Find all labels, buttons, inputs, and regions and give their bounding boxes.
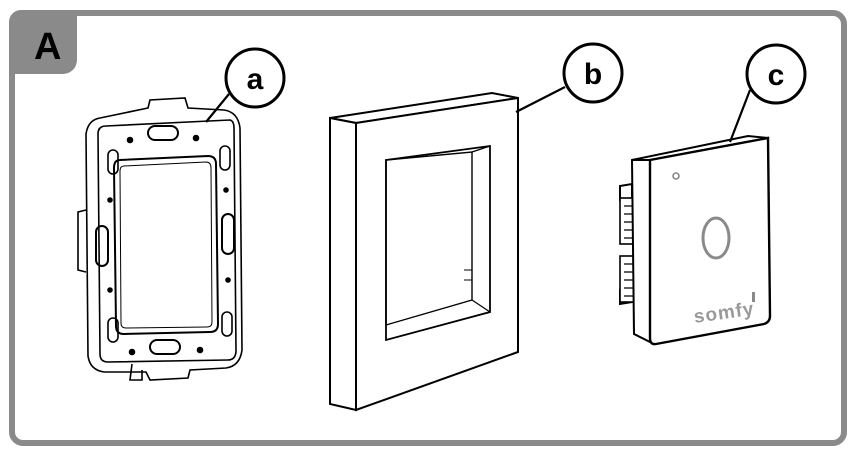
cover-frame xyxy=(330,93,518,410)
callout-label-a: a xyxy=(247,63,264,96)
callout-b: b xyxy=(564,44,622,102)
callout-c: c xyxy=(747,45,805,103)
callout-a: a xyxy=(226,49,284,107)
callout-label-c: c xyxy=(768,59,785,92)
mounting-bracket xyxy=(78,98,242,380)
callout-label-b: b xyxy=(584,58,602,91)
